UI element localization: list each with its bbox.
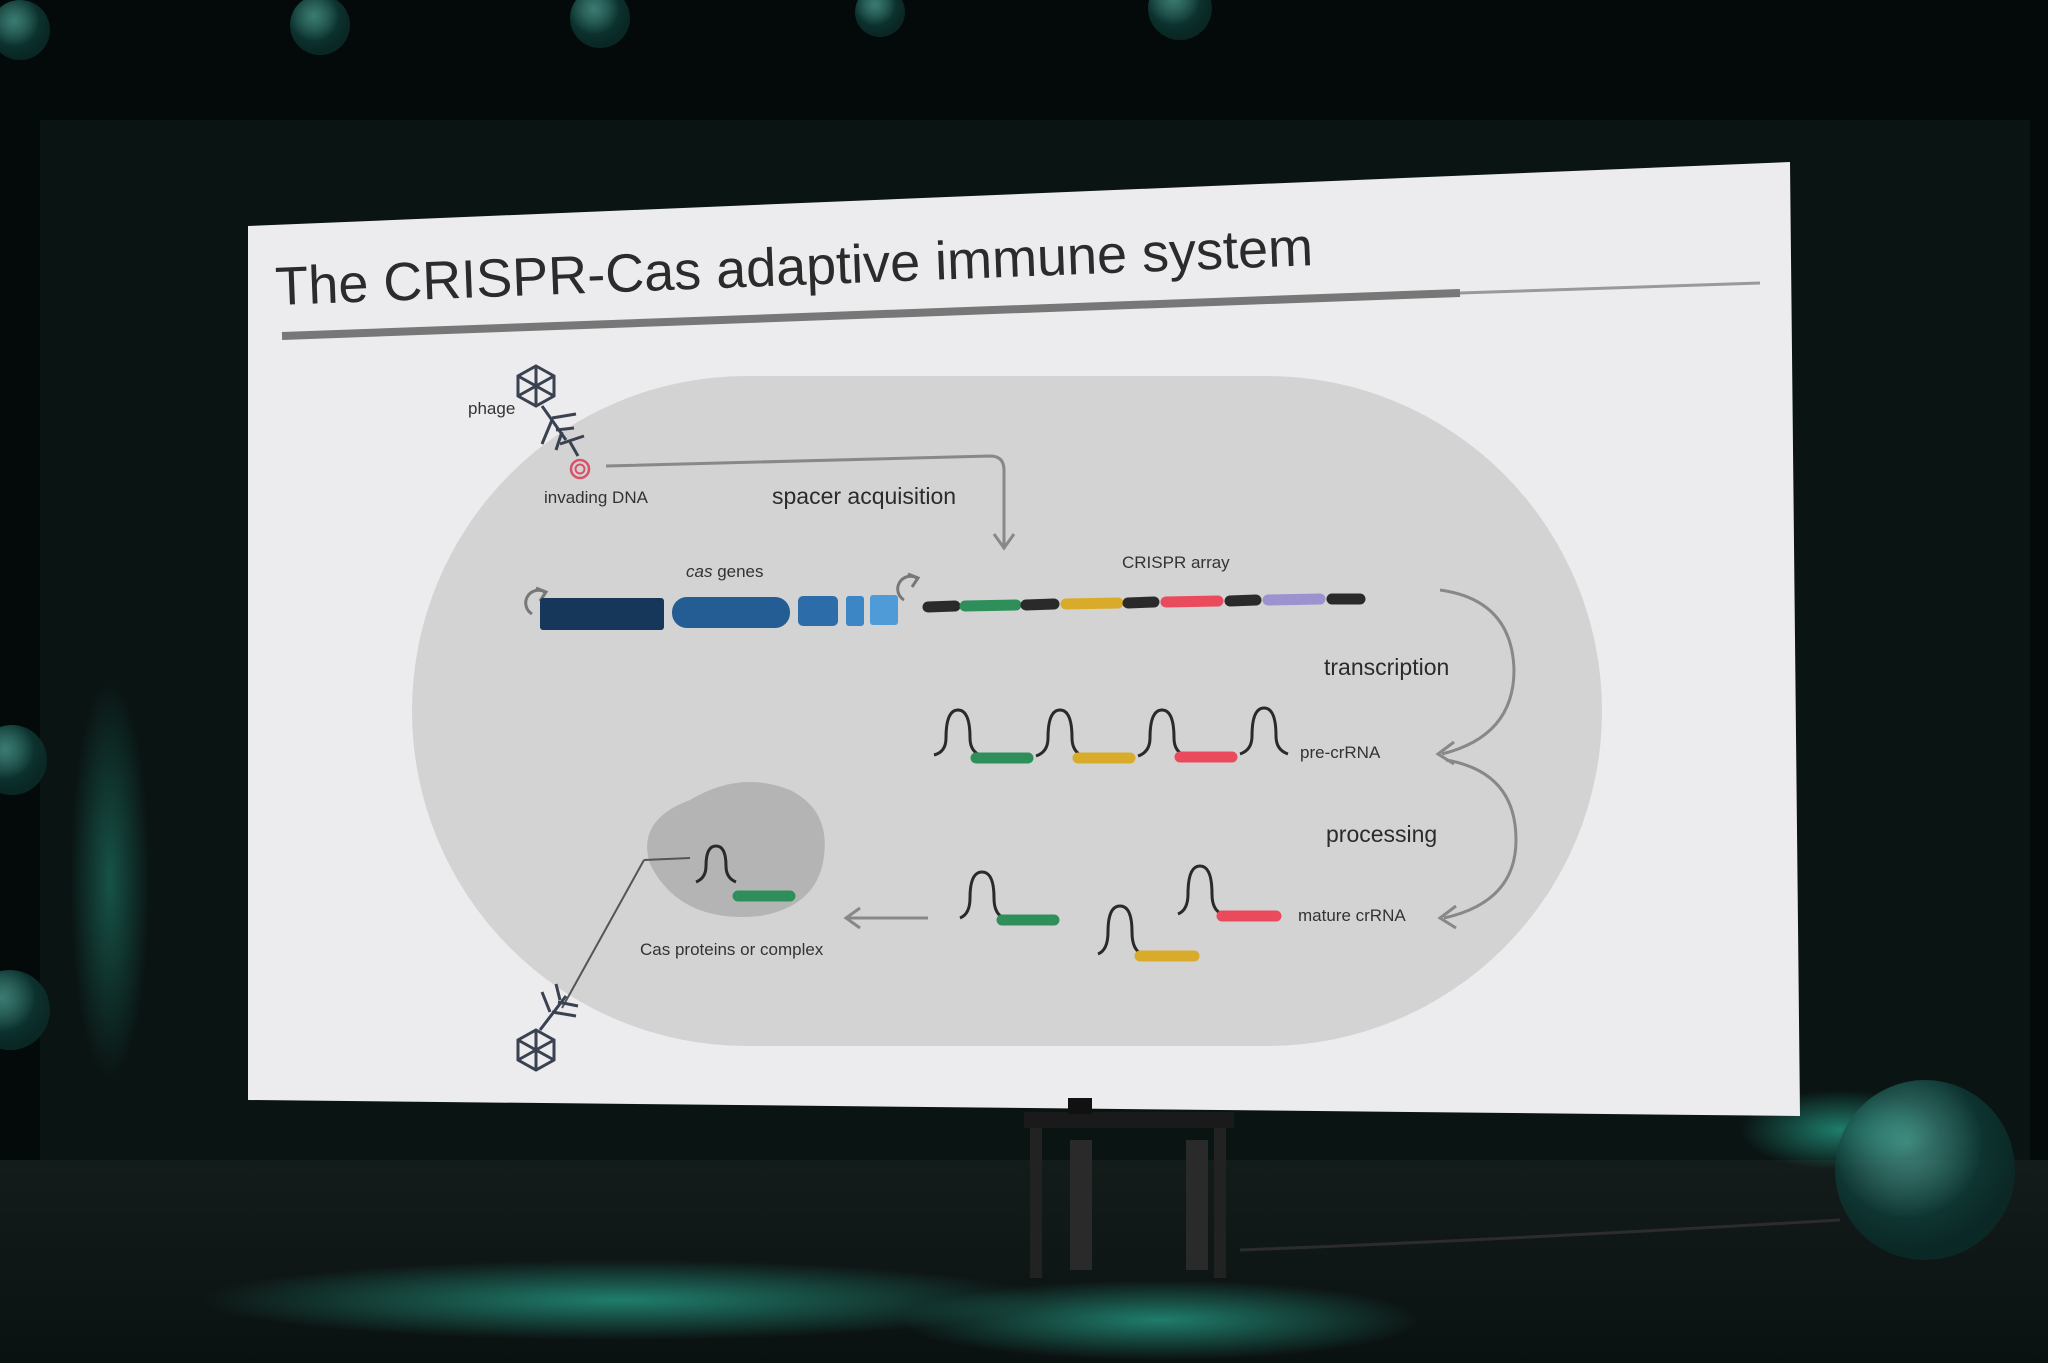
processing-arrow — [1443, 758, 1518, 920]
pre-crrna — [933, 706, 1289, 759]
mature-crrna-label: mature crRNA — [1298, 906, 1406, 925]
bacterial-cell — [412, 376, 1602, 1046]
cas-complex — [647, 782, 825, 917]
invading-dna-icon — [569, 458, 591, 480]
phage-icon-bottom — [516, 983, 579, 1072]
transcription-arrow — [1439, 588, 1516, 756]
transcription-label: transcription — [1324, 654, 1449, 680]
phage-label: phage — [468, 399, 515, 418]
phage-icon — [516, 364, 585, 457]
pre-crrna-label: pre-crRNA — [1300, 743, 1381, 762]
slide: The CRISPR-Cas adaptive immune system ph… — [248, 162, 1800, 1116]
mature-crrnas — [959, 864, 1282, 962]
spacer-acquisition-arrow — [605, 454, 1006, 546]
crispr-array — [922, 593, 1366, 613]
cas-genes-label: cas genes — [686, 562, 764, 581]
cas-genes — [540, 595, 898, 630]
cas-proteins-label: Cas proteins or complex — [640, 940, 824, 959]
lectern — [1024, 1098, 1234, 1278]
processing-label: processing — [1326, 821, 1437, 847]
invading-dna-label: invading DNA — [544, 488, 649, 507]
decorative-bubbles — [0, 0, 2015, 1260]
crispr-array-label: CRISPR array — [1122, 553, 1230, 572]
spacer-acquisition-label: spacer acquisition — [772, 483, 956, 509]
title-underline — [281, 289, 1461, 340]
